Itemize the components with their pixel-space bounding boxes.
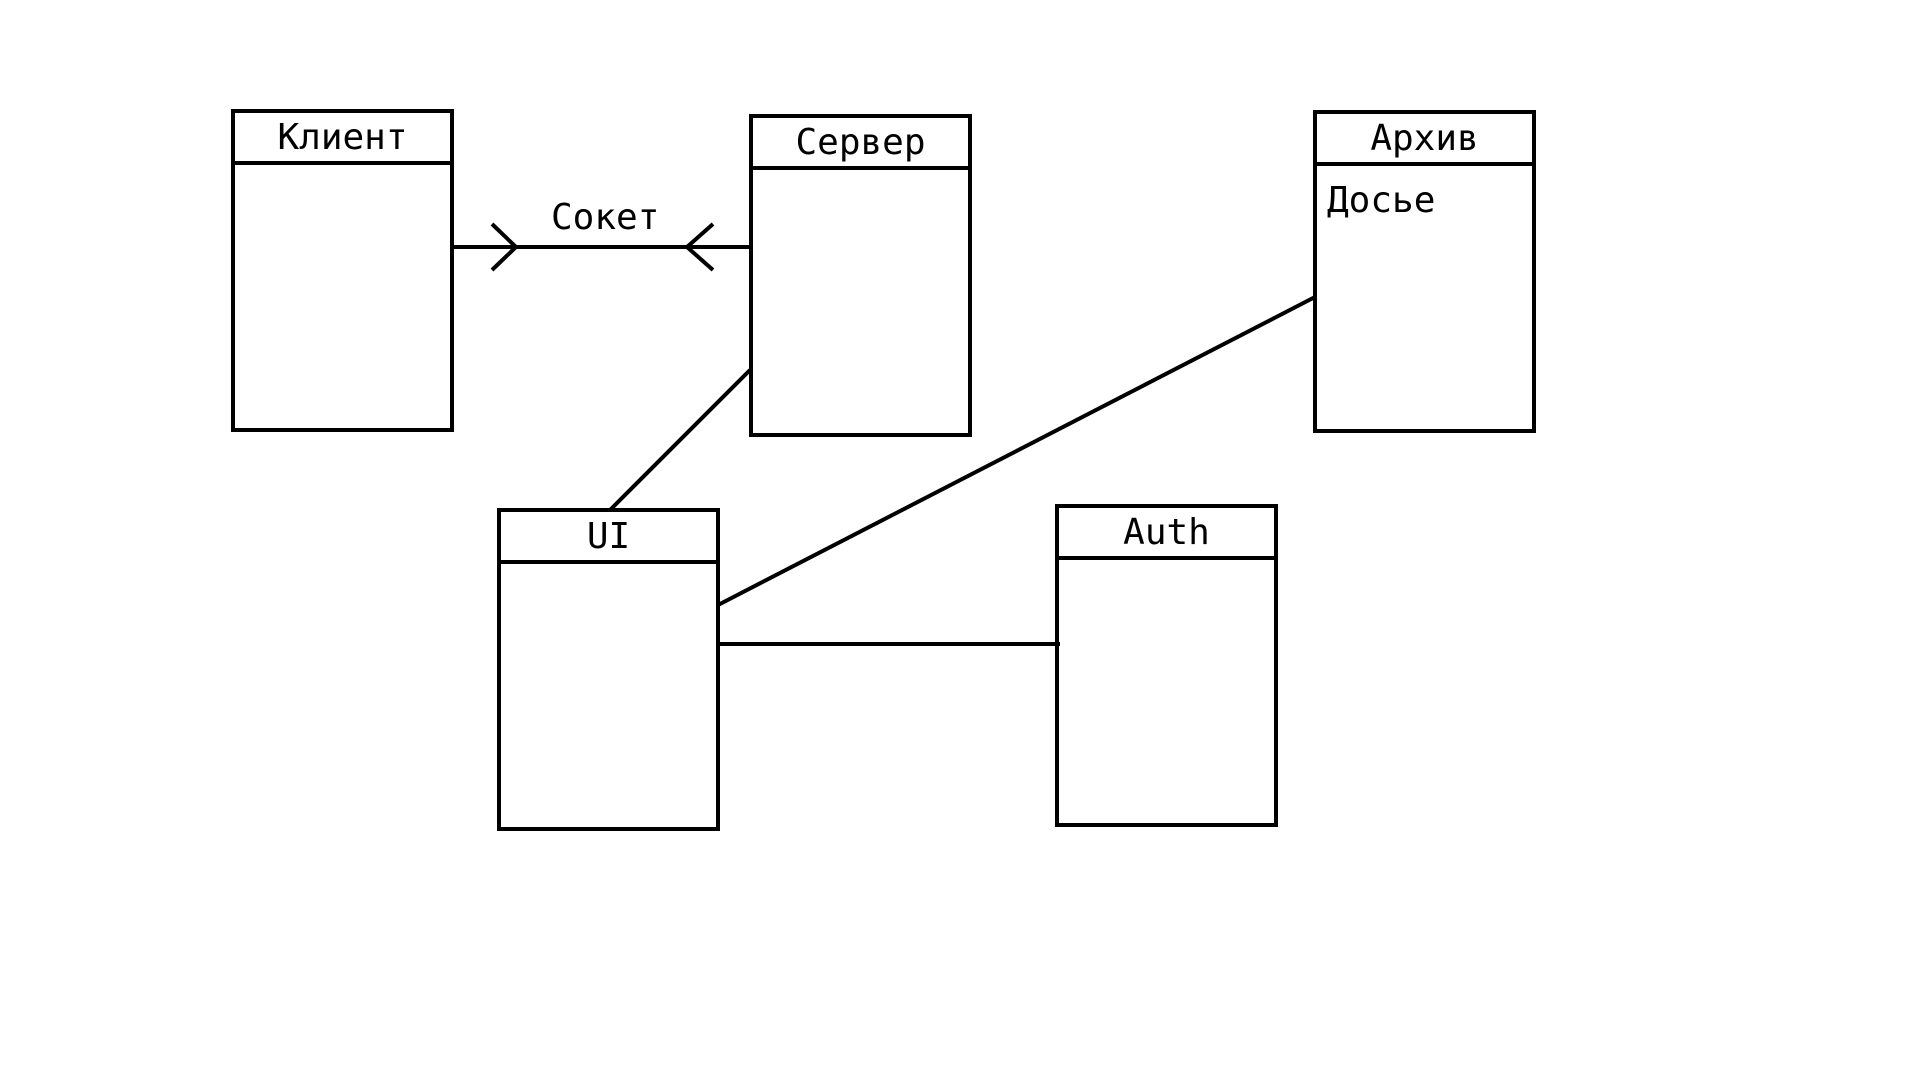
- class-box-title: Архив: [1317, 114, 1532, 166]
- class-box-body: [235, 165, 450, 179]
- connector-label-socket: Сокет: [551, 197, 660, 238]
- crows-foot-client-end: [490, 222, 519, 272]
- class-box-server[interactable]: Сервер: [749, 114, 972, 437]
- connector-ui-archive: [717, 295, 1316, 607]
- class-box-ui[interactable]: UI: [497, 508, 720, 831]
- class-box-title: Клиент: [235, 113, 450, 165]
- class-box-body: [1059, 560, 1274, 574]
- class-box-title: Auth: [1059, 508, 1274, 560]
- crows-foot-server-end: [683, 222, 715, 272]
- class-box-body: [501, 564, 716, 578]
- class-box-client[interactable]: Клиент: [231, 109, 454, 432]
- class-box-body: Досье: [1327, 180, 1436, 221]
- class-box-title: Сервер: [753, 118, 968, 170]
- class-box-title: UI: [501, 512, 716, 564]
- class-box-body: [753, 170, 968, 184]
- class-box-archive[interactable]: Архив Досье: [1313, 110, 1536, 433]
- connector-server-ui: [608, 368, 752, 512]
- class-box-auth[interactable]: Auth: [1055, 504, 1278, 827]
